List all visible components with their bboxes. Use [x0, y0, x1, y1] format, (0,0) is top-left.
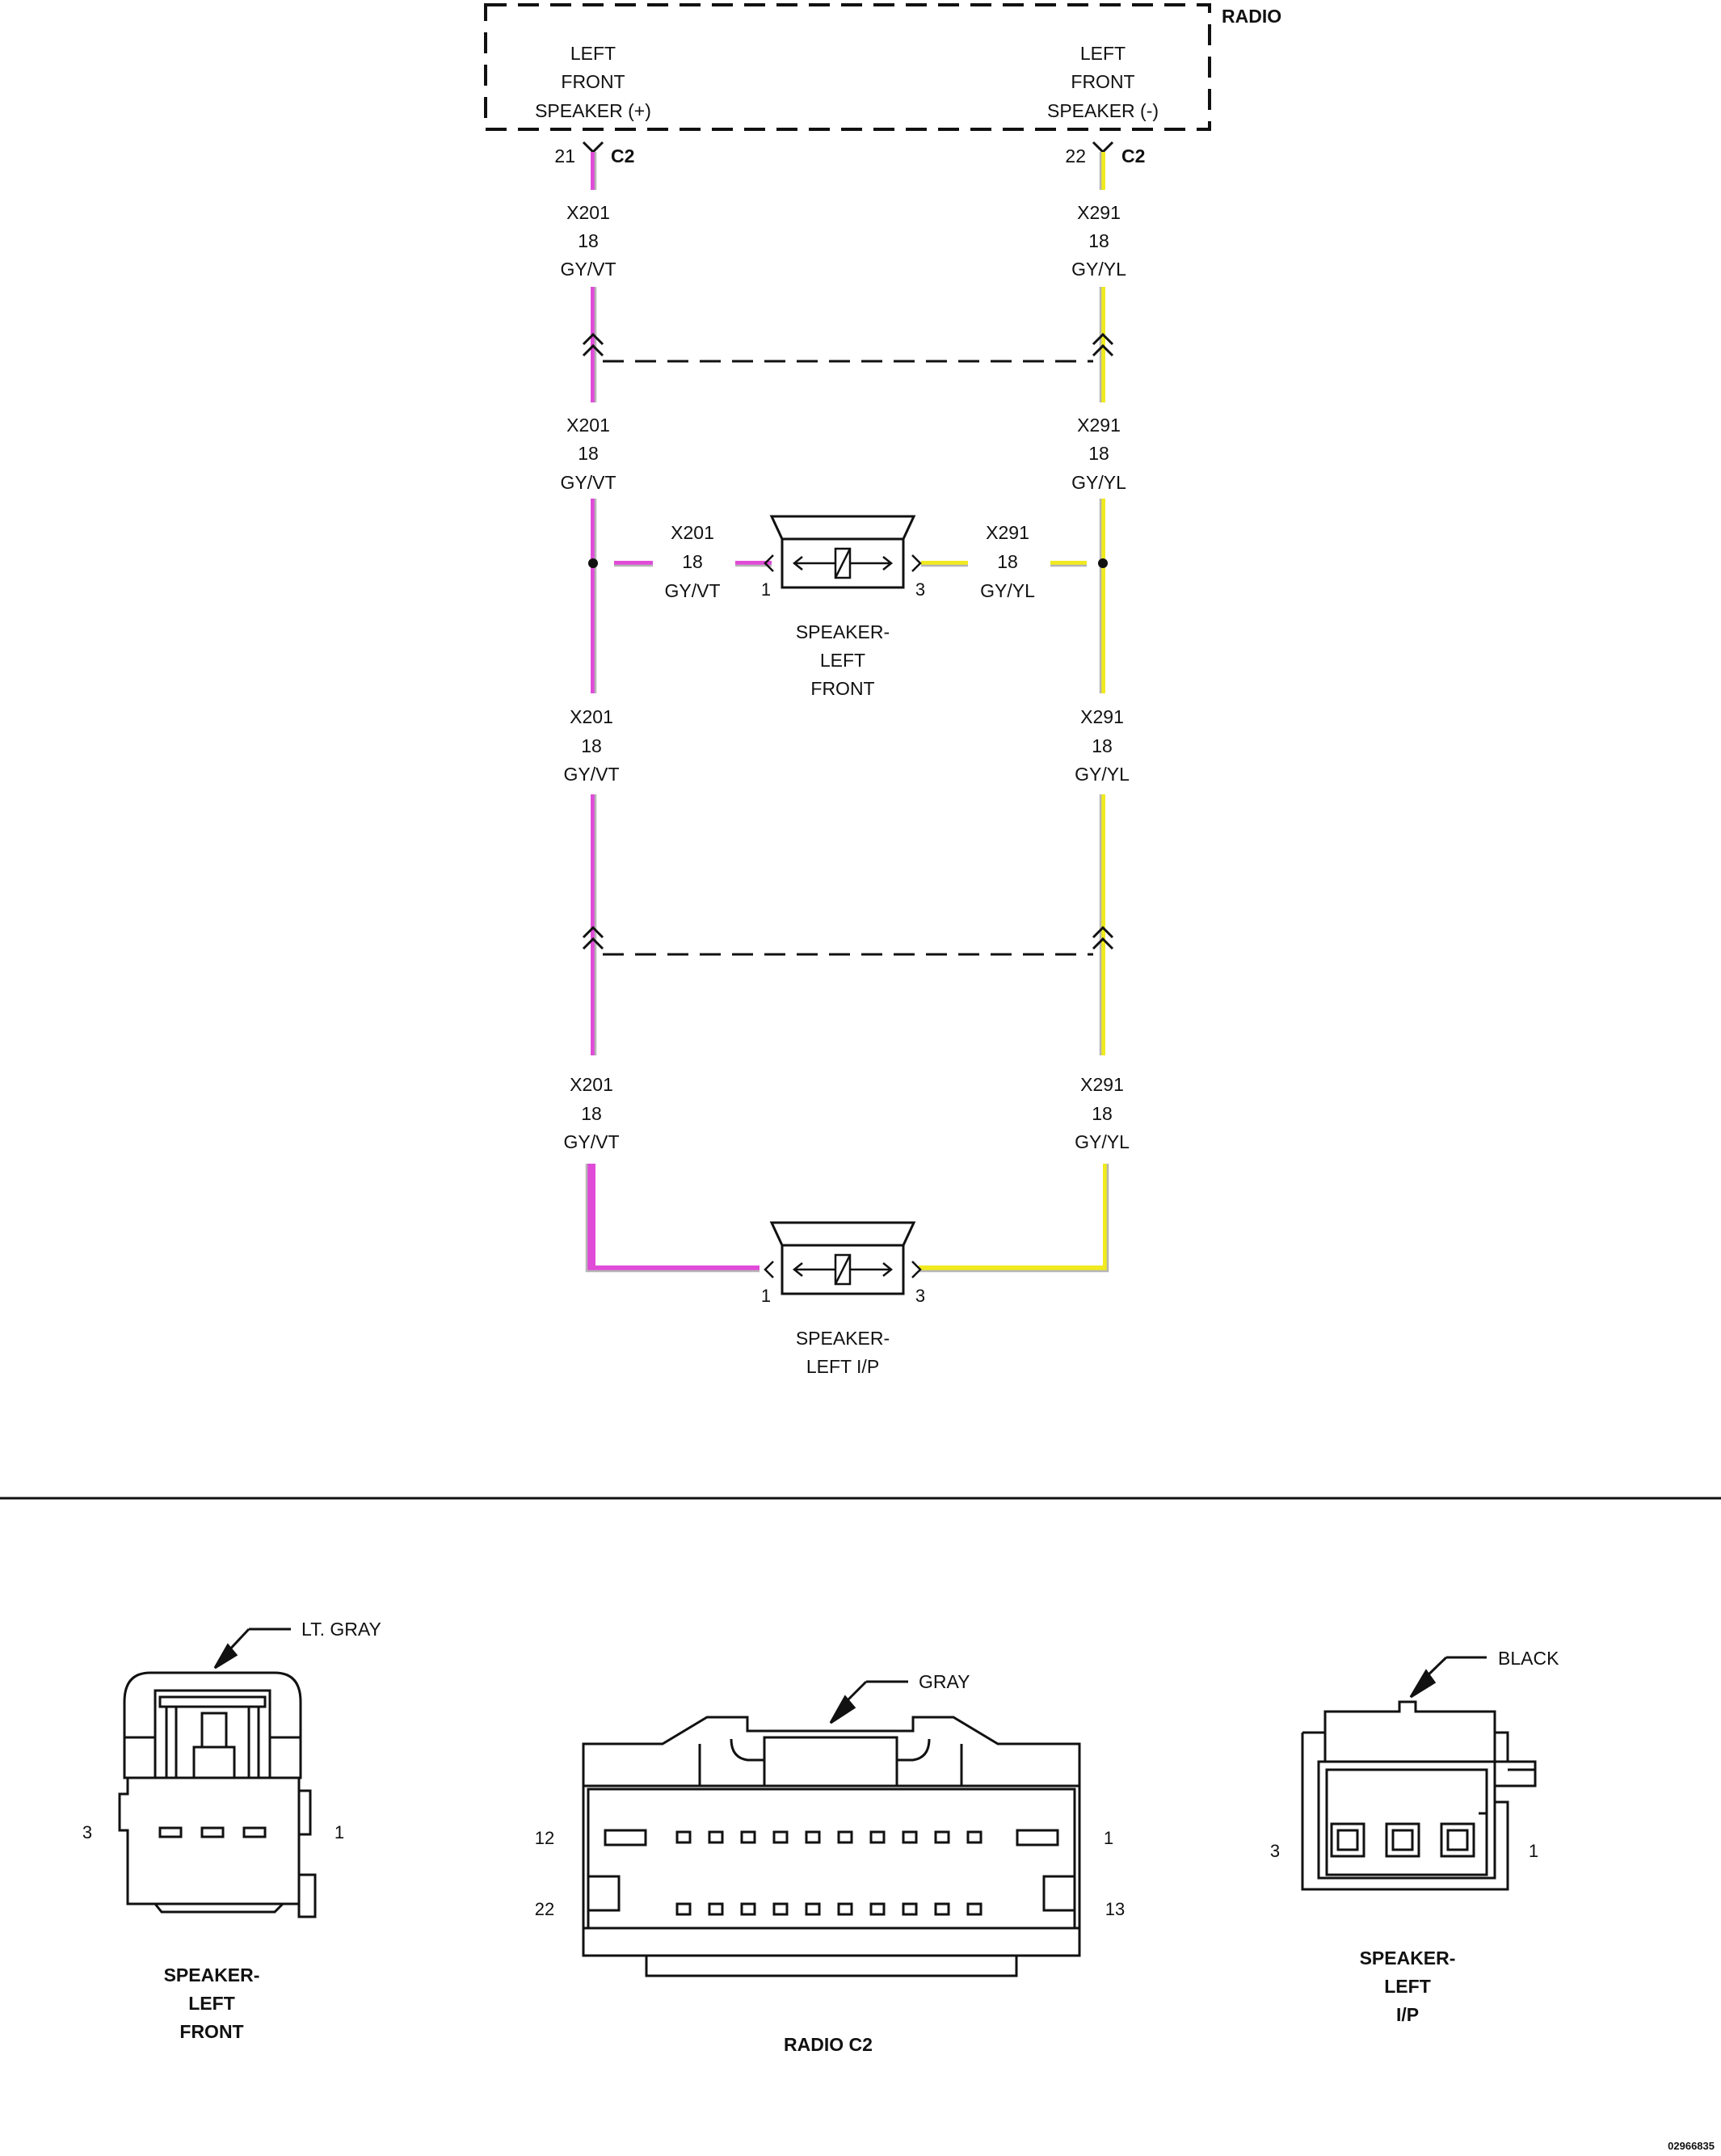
radio-module: RADIO LEFT FRONT SPEAKER (+) LEFT FRONT …	[484, 3, 1281, 166]
wire-color: GY/VT	[563, 1131, 619, 1152]
front-conn-title-3: FRONT	[179, 2021, 243, 2042]
wire-gauge: 18	[581, 1103, 602, 1124]
radio-right-label-1: LEFT	[1080, 43, 1126, 64]
wire-color: GY/YL	[1075, 764, 1130, 785]
speaker-front-label-1: SPEAKER-	[796, 621, 890, 642]
speaker-icon	[764, 515, 922, 589]
ip-conn-title-1: SPEAKER-	[1360, 1948, 1456, 1969]
speaker-left-front: 1 3 SPEAKER- LEFT FRONT	[761, 515, 925, 699]
wire-color: GY/YL	[1071, 472, 1126, 493]
wire-gauge: 18	[1088, 443, 1109, 464]
c2-pin-12: 12	[535, 1828, 554, 1848]
connector-speaker-left-ip	[1301, 1656, 1537, 1891]
speaker-ip-label-1: SPEAKER-	[796, 1328, 890, 1349]
speaker-front-pin-3: 3	[915, 579, 925, 600]
wire-label: X291	[1080, 706, 1124, 727]
radio-cavity-21: 21	[554, 145, 575, 166]
ip-conn-title-3: I/P	[1396, 2004, 1419, 2025]
front-conn-title-2: LEFT	[188, 1993, 235, 2014]
speaker-left-ip: 1 3 SPEAKER- LEFT I/P	[761, 1221, 925, 1377]
speaker-front-label-3: FRONT	[810, 678, 874, 699]
front-color-callout: LT. GRAY	[301, 1619, 381, 1640]
wire-color: GY/VT	[560, 472, 616, 493]
inline-connector-lower	[582, 925, 1114, 956]
c2-color-callout: GRAY	[919, 1671, 970, 1692]
splice-left	[588, 558, 598, 568]
radio-left-label-1: LEFT	[570, 43, 616, 64]
wire-label: X291	[986, 522, 1029, 543]
wire-gauge: 18	[578, 443, 599, 464]
c2-title: RADIO C2	[784, 2034, 873, 2055]
radio-right-label-2: FRONT	[1071, 71, 1134, 92]
wire-label: X201	[566, 202, 610, 223]
wire-gauge: 18	[997, 551, 1018, 572]
c2-pin-1: 1	[1104, 1828, 1113, 1848]
wire-label: X201	[570, 706, 613, 727]
wire-color: GY/YL	[1075, 1131, 1130, 1152]
ip-color-callout: BLACK	[1498, 1648, 1559, 1669]
wire-labels-right: X291 18 GY/YL X291 18 GY/YL X291 18 GY/Y…	[980, 202, 1130, 1152]
inline-connector-upper	[582, 332, 1114, 363]
connector-speaker-left-front	[118, 1628, 317, 1918]
radio-left-label-3: SPEAKER (+)	[535, 100, 651, 121]
wire-gauge: 18	[1088, 230, 1109, 251]
speaker-ip-label-2: LEFT I/P	[806, 1356, 879, 1377]
connector-radio-c2	[582, 1680, 1081, 1977]
radio-left-label-2: FRONT	[561, 71, 625, 92]
radio-connector-left: C2	[611, 145, 634, 166]
wire-gauge: 18	[1092, 735, 1113, 756]
radio-right-label-3: SPEAKER (-)	[1047, 100, 1159, 121]
wire-x201	[585, 152, 772, 1273]
drawing-number: 02966835	[1668, 2140, 1715, 2152]
c2-pin-22: 22	[535, 1899, 554, 1919]
splice-right	[1098, 558, 1108, 568]
c2-pin-13: 13	[1105, 1899, 1125, 1919]
wire-label: X201	[671, 522, 714, 543]
wire-color: GY/VT	[560, 259, 616, 280]
wire-label: X291	[1077, 202, 1121, 223]
radio-title: RADIO	[1222, 6, 1281, 27]
ip-conn-pin-3: 3	[1270, 1841, 1280, 1861]
speaker-icon	[764, 1221, 922, 1295]
speaker-front-pin-1: 1	[761, 579, 771, 600]
speaker-front-label-2: LEFT	[820, 650, 865, 671]
wire-label: X291	[1077, 415, 1121, 436]
ip-conn-pin-1: 1	[1529, 1841, 1538, 1861]
wire-color: GY/VT	[563, 764, 619, 785]
wire-label: X291	[1080, 1074, 1124, 1095]
wire-color: GY/YL	[1071, 259, 1126, 280]
front-conn-title-1: SPEAKER-	[164, 1964, 260, 1985]
wire-gauge: 18	[1092, 1103, 1113, 1124]
wire-labels-left: X201 18 GY/VT X201 18 GY/VT X201 18 GY/V…	[560, 202, 720, 1152]
wire-color: GY/VT	[664, 580, 720, 601]
wire-label: X201	[566, 415, 610, 436]
front-conn-pin-1: 1	[335, 1822, 344, 1842]
front-conn-pin-3: 3	[82, 1822, 92, 1842]
radio-connector-right: C2	[1121, 145, 1145, 166]
radio-cavity-22: 22	[1065, 145, 1086, 166]
wire-label: X201	[570, 1074, 613, 1095]
wire-x291	[919, 152, 1109, 1273]
wire-color: GY/YL	[980, 580, 1035, 601]
wire-gauge: 18	[578, 230, 599, 251]
speaker-ip-pin-3: 3	[915, 1286, 925, 1306]
speaker-ip-pin-1: 1	[761, 1286, 771, 1306]
wire-gauge: 18	[682, 551, 703, 572]
ip-conn-title-2: LEFT	[1384, 1976, 1431, 1997]
wire-gauge: 18	[581, 735, 602, 756]
